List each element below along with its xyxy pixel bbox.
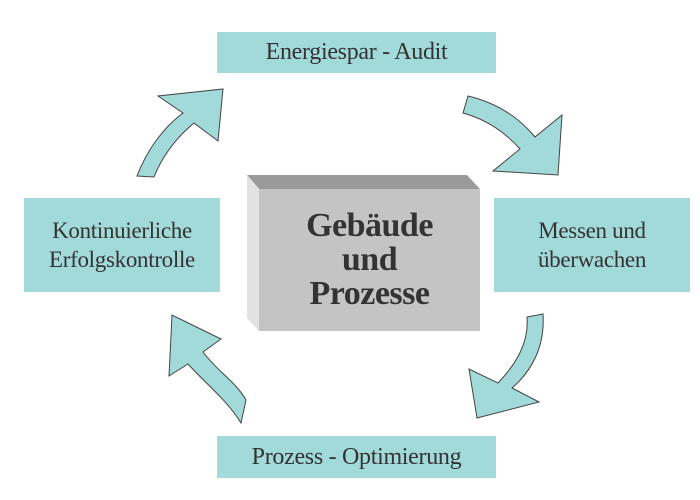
step-energy-audit: Energiespar - Audit [217, 32, 496, 73]
step-label-line: überwachen [537, 247, 647, 272]
step-label-line: Erfolgskontrolle [49, 247, 195, 272]
center-block-top-bevel [247, 175, 480, 189]
arrow-right-to-bottom [468, 313, 544, 419]
center-block [247, 175, 480, 331]
step-label: Energiespar - Audit [265, 39, 448, 65]
center-block-front-face [259, 189, 480, 331]
arrow-top-to-right [462, 95, 563, 176]
step-label-line: Messen und [538, 218, 646, 243]
center-label-line: und [341, 241, 398, 278]
center-label-line: Prozesse [309, 275, 430, 312]
step-label-line: Kontinuierliche [52, 218, 192, 243]
center-label-line: Gebäude [306, 207, 433, 244]
arrow-bottom-to-left [168, 314, 247, 425]
step-measure-monitor: Messen und überwachen [494, 198, 690, 292]
center-label: Gebäude und Prozesse [259, 189, 480, 331]
center-block-left-bevel [247, 175, 259, 331]
arrow-left-to-top [136, 88, 224, 178]
step-label: Prozess - Optimierung [251, 443, 462, 470]
step-continuous-monitoring: Kontinuierliche Erfolgskontrolle [24, 198, 220, 292]
step-process-optimization: Prozess - Optimierung [217, 436, 496, 478]
